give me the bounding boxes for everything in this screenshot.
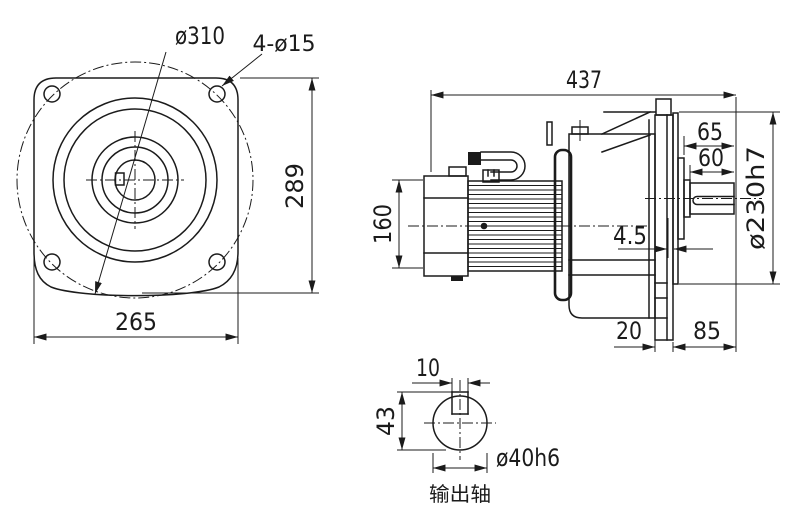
keyway-side xyxy=(692,195,735,206)
mounting-holes xyxy=(43,85,226,271)
dim-shaft-diameter-label: ø40h6 xyxy=(496,444,560,472)
shaft-detail-view: 10 43 ø40h6 输出轴 xyxy=(372,354,560,506)
bolt-circle xyxy=(16,61,254,299)
dim-height-label: 289 xyxy=(281,163,309,209)
dim-gap-label: 4.5 xyxy=(613,222,647,250)
shaft-detail-caption: 输出轴 xyxy=(429,482,491,506)
dim-bolt-circle-label: ø310 xyxy=(175,22,225,50)
dim-shaft-diameter: ø40h6 xyxy=(432,444,560,473)
cable-end-plug xyxy=(468,152,481,165)
dim-bolt-circle: ø310 xyxy=(94,22,225,295)
detail-centerlines xyxy=(424,380,496,460)
dim-shaft-length-label: 60 xyxy=(698,144,724,172)
adapter-flange-disc xyxy=(553,148,573,302)
dim-motor-frame: 160 xyxy=(369,179,423,269)
mounting-flange-plate xyxy=(654,98,674,341)
dim-key-width: 10 xyxy=(412,354,490,392)
dim-motor-frame-label: 160 xyxy=(369,204,397,244)
adapter-tab xyxy=(546,121,553,146)
dim-shaft-shoulder: 65 xyxy=(683,118,734,155)
dim-total-length-label: 437 xyxy=(566,66,602,94)
dim-width: 265 xyxy=(33,258,239,344)
power-cable xyxy=(468,151,526,183)
gear-case xyxy=(568,111,656,319)
front-view: ø310 4-ø15 289 265 xyxy=(16,22,319,344)
fan-cover-foot xyxy=(451,276,463,281)
dim-height: 289 xyxy=(142,77,319,294)
fan-cover xyxy=(423,166,469,281)
vent-plug xyxy=(571,120,589,141)
dim-gap: 4.5 xyxy=(613,218,713,258)
dim-key-height: 43 xyxy=(372,391,452,451)
side-view: 437 160 4.5 20 85 xyxy=(369,66,780,352)
dim-flange-thickness: 20 xyxy=(614,317,674,352)
dim-shaft-length: 60 xyxy=(689,144,734,180)
keyway-section xyxy=(451,391,469,415)
bore-keyway xyxy=(114,172,125,186)
dim-total-length: 437 xyxy=(430,66,736,172)
dim-key-width-label: 10 xyxy=(416,354,440,382)
front-centerlines xyxy=(86,131,184,229)
flange-plate-outline xyxy=(33,77,239,297)
dim-holes-label: 4-ø15 xyxy=(253,32,316,57)
dim-flange-to-shaft-end-label: 85 xyxy=(693,317,721,345)
dim-spigot: ø230h7 xyxy=(679,111,780,285)
dim-spigot-label: ø230h7 xyxy=(742,146,770,250)
dim-width-label: 265 xyxy=(115,308,157,336)
dim-shaft-shoulder-label: 65 xyxy=(697,118,723,146)
dim-flange-to-shaft-end: 85 xyxy=(673,317,736,351)
dim-flange-thickness-label: 20 xyxy=(616,317,642,345)
dim-holes: 4-ø15 xyxy=(221,32,316,87)
gusset-ribs xyxy=(601,111,656,153)
dim-key-height-label: 43 xyxy=(372,406,400,436)
